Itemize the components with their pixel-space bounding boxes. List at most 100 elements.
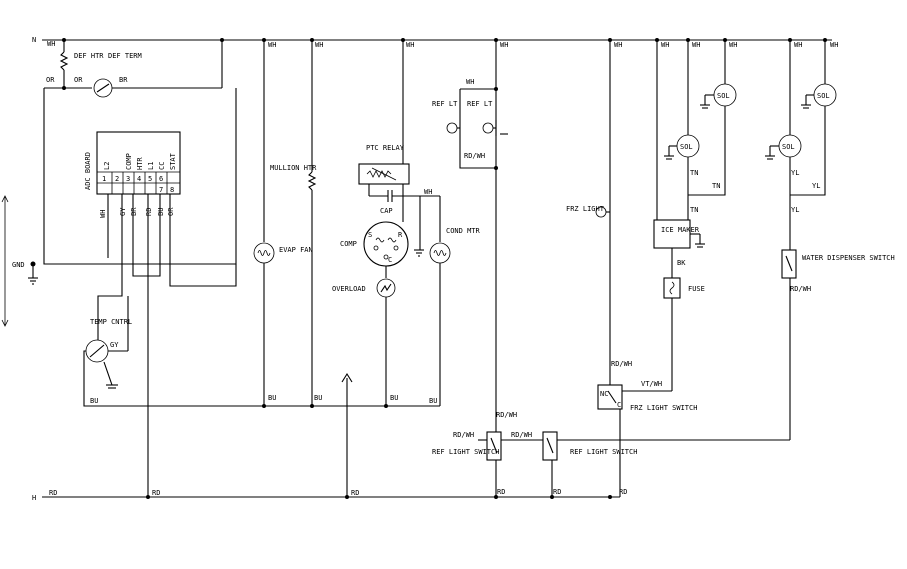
left-edge-arrow [1,195,9,327]
adc-board [96,131,181,195]
adc-pin-number: 3 [126,175,130,183]
wire-wh-ref-top: WH [500,41,508,49]
adc-pin-number: 6 [159,175,163,183]
ice-maker-branch [653,40,705,391]
wire-yl-2: YL [812,182,820,190]
wire-bu-comp: BU [390,394,398,402]
gnd-terminal [28,261,38,285]
wire-wh-sol2: WH [794,41,802,49]
adc-pin-number: 7 [159,186,163,194]
wire-wh-frz: WH [614,41,622,49]
h-label: H [32,494,36,502]
mullion-htr [307,40,317,408]
wire-rd-frz: RD [619,488,627,496]
wire-gy-temp: GY [110,341,119,349]
n-label: N [32,36,36,44]
wire-rdwh-water: RD/WH [790,285,811,293]
wire-br-adc: BR [130,207,138,216]
neutral-rail [42,38,832,42]
ref-light-switch-label-1: REF LIGHT SWITCH [432,448,499,456]
ref-light-switch-1 [478,431,502,497]
wire-tn-1: TN [690,169,698,177]
ref-lt-left-label: REF LT [432,100,458,108]
adc-pin-number: 2 [115,175,119,183]
adc-pin-number: 1 [102,175,106,183]
mullion-htr-label: MULLION HTR [270,164,317,172]
adc-pin-name: HTR [136,157,144,170]
fuse-label: FUSE [688,285,705,293]
def-term [64,40,223,98]
adc-pin-name: L1 [147,162,155,170]
wire-c: C [617,401,621,409]
cond-mtr-label: COND MTR [446,227,481,235]
wire-wh-ref: WH [466,78,474,86]
def-htr-label: DEF HTR [74,52,104,60]
adc-wires [97,194,237,497]
ref-light-switch-2 [501,431,620,497]
wire-wh-evap: WH [268,41,276,49]
wire-bu-evap: BU [268,394,276,402]
wire-rd-adc: RD [145,208,153,216]
evap-fan [253,40,275,408]
or-loop [43,88,237,265]
wire-rdwh-frz: RD/WH [611,360,632,368]
wire-bu-mullion: BU [314,394,322,402]
wire-or-def: OR [74,76,83,84]
ptc-relay-label: PTC RELAY [366,144,405,152]
adc-pin-name: L2 [103,162,111,170]
def-term-label: DEF TERM [108,52,142,60]
hot-rail [42,495,620,499]
cap [368,184,420,202]
ref-lights [446,40,508,432]
wire-rd-sw1: RD [497,488,505,496]
sol-group-1 [664,40,737,220]
wire-rd-arrow: RD [351,489,359,497]
frz-light-switch [597,384,672,497]
wire-wh-ptc: WH [406,41,414,49]
cap-label: CAP [380,207,393,215]
sol-group-2 [765,40,837,250]
wire-gy-adc: GY [119,207,127,216]
wire-wh-mullion: WH [315,41,323,49]
wire-tn-2: TN [712,182,720,190]
wire-rd-sw2: RD [553,488,561,496]
wire-rdwh-ref: RD/WH [464,152,485,160]
sol-label-1a: SOL [680,143,693,151]
adc-pin-number: 4 [137,175,141,183]
comp-s: S [368,231,372,239]
frz-light-label: FRZ LIGHT [566,205,605,213]
cond-mtr [420,195,451,406]
wire-br-def: BR [119,76,128,84]
wire-tn-3: TN [690,206,698,214]
wire-yl-1: YL [791,169,799,177]
wire-rd-h: RD [49,489,57,497]
adc-pin-name: STAT [169,152,177,170]
comp-c: C [388,256,392,264]
wire-or-adc: OR [167,207,175,216]
frz-light-switch-label: FRZ LIGHT SWITCH [630,404,697,412]
wire-rdwh-sw1-left: RD/WH [453,431,474,439]
wire-wh-sol2b: WH [830,41,838,49]
comp-r: R [398,231,403,239]
ref-light-switch-label-2: REF LIGHT SWITCH [570,448,637,456]
wire-rd-adcdown: RD [152,489,160,497]
adc-board-label: ADC BOARD [84,152,92,190]
evap-fan-label: EVAP FAN [279,246,313,254]
sol-label-1b: SOL [717,92,730,100]
wire-wh-adc: WH [99,210,107,218]
adc-pin-name: CC [158,162,166,170]
def-htr [59,40,69,90]
sol-label-2b: SOL [817,92,830,100]
temp-cntrl [83,296,440,407]
wire-wh-n: WH [47,40,55,48]
wire-rdwh-sw2: RD/WH [511,431,532,439]
overload-label: OVERLOAD [332,285,366,293]
water-dispenser-switch [620,249,797,441]
ref-lt-right-label: REF LT [467,100,493,108]
wire-wh-sol1b: WH [729,41,737,49]
wire-rdwh-sw1: RD/WH [496,411,517,419]
adc-pin-name: COMP [125,153,133,170]
sol-label-2a: SOL [782,143,795,151]
wire-or-left: OR [46,76,55,84]
